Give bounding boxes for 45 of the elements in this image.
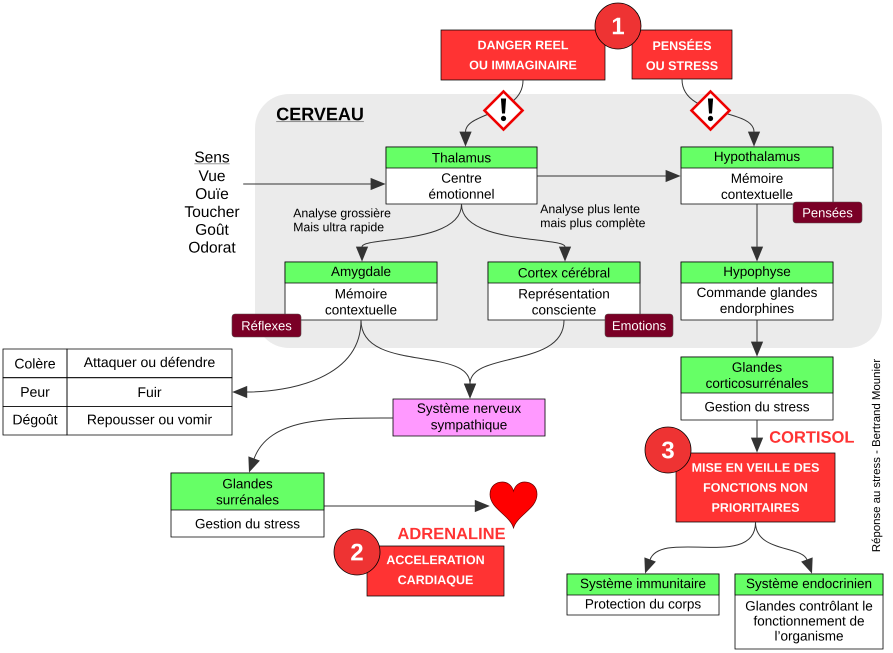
- annotation-text: ADRENALINE: [398, 528, 505, 540]
- list-item: Goût: [196, 224, 229, 235]
- heading-band: Système endocrinien: [734, 574, 884, 596]
- list-item: Ouïe: [196, 188, 228, 200]
- heading-band: Système immunitaire: [566, 574, 720, 596]
- region-title: CERVEAU: [276, 108, 364, 122]
- edge-label: Analyse plus lente mais plus complète: [539, 203, 650, 231]
- heading-band: Thalamus: [386, 146, 538, 168]
- description-text: Mémoire contextuelle: [326, 288, 396, 315]
- edge-label: CORTISOL: [768, 430, 856, 444]
- alert-box: PENSÉES OU STRESS: [632, 30, 732, 80]
- description-text: Glandes contrôlant le fonctionnement de l’organisme: [746, 600, 872, 644]
- description-text: Protection du corps: [586, 598, 701, 612]
- alert-box: ACCELERATION CARDIAQUE: [366, 546, 504, 596]
- description-text: Mémoire contextuelle: [722, 172, 792, 200]
- table-cell: Attaquer ou défendre: [66, 348, 232, 378]
- heart-icon: [490, 482, 538, 528]
- heading-band: Glandes surrénales: [170, 472, 324, 510]
- list-item: Vue: [198, 170, 225, 182]
- description-text: Gestion du stress: [705, 402, 810, 412]
- description-text: Gestion du stress: [196, 518, 300, 528]
- heading-band: Hypothalamus: [680, 146, 834, 168]
- alert-box: DANGER REEL OU IMMAGINAIRE: [440, 30, 606, 80]
- table-cell: Colère: [2, 348, 68, 378]
- heading-band: Amygdale: [284, 262, 438, 284]
- edge-label: Analyse grossière Mais ultra rapide: [292, 207, 394, 235]
- table-cell: Peur: [2, 377, 68, 407]
- heading-band: Cortex cérébral: [488, 262, 640, 284]
- table-cell: Repousser ou vomir: [66, 406, 232, 436]
- process-box: Système nerveux sympathique: [392, 398, 546, 436]
- list-heading: Sens: [194, 152, 230, 164]
- tag: Réflexes: [232, 314, 302, 338]
- alert-box: MISE EN VEILLE DES FONCTIONS NON PRIORITAIRES: [676, 452, 836, 522]
- tag: Pensées: [792, 202, 862, 224]
- description-text: Centre émotionnel: [429, 173, 494, 199]
- description-text: Représentation consciente: [519, 288, 609, 315]
- list-item: Toucher: [184, 206, 240, 218]
- description-text: Commande glandes endorphines: [697, 287, 817, 316]
- credit-text: Réponse au stress - Bertrand Mounier: [872, 359, 882, 552]
- heading-band: Glandes corticosurrénales: [680, 356, 834, 394]
- heading-band: Hypophyse: [680, 262, 834, 284]
- table-cell: Fuir: [66, 377, 232, 407]
- list-item: Odorat: [189, 241, 236, 253]
- table-cell: Dégoût: [2, 406, 68, 436]
- tag: Emotions: [604, 314, 674, 338]
